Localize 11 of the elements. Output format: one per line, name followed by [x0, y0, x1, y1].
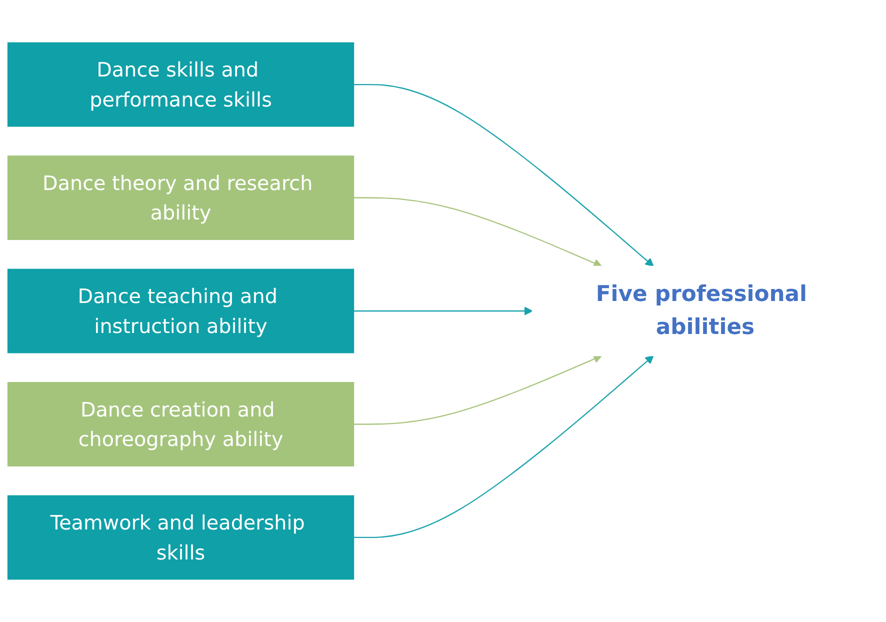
node-box: Dance teaching and instruction ability — [7, 268, 354, 354]
arrow — [354, 306, 533, 316]
node-box: Teamwork and leadership skills — [7, 495, 354, 580]
arrow — [354, 197, 602, 268]
node-box: Dance theory and research ability — [7, 156, 354, 240]
node-text: Five professional abilities — [596, 282, 808, 340]
node-box: Dance skills and performance skills — [7, 42, 354, 127]
arrow — [354, 354, 602, 425]
node-box: Dance creation and choreography ability — [7, 382, 354, 466]
arrow — [354, 84, 654, 267]
arrow — [354, 355, 654, 538]
